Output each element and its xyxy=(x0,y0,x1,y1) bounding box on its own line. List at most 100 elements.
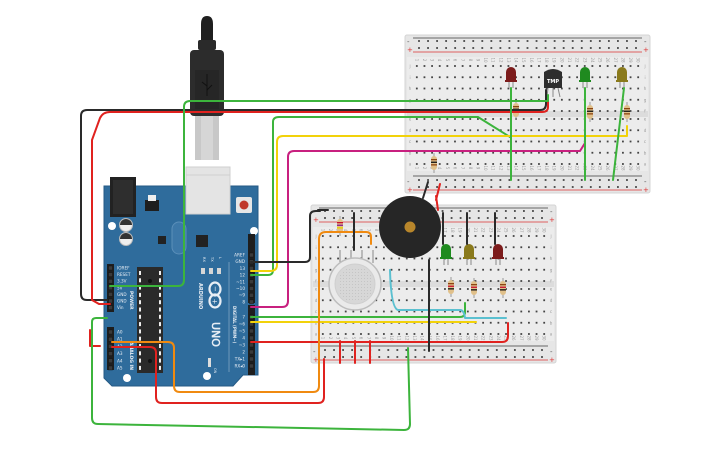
terminal-hole[interactable] xyxy=(367,235,370,237)
terminal-hole[interactable] xyxy=(329,257,332,260)
terminal-hole[interactable] xyxy=(466,280,469,282)
terminal-hole[interactable] xyxy=(528,321,530,324)
terminal-hole[interactable] xyxy=(515,140,517,143)
terminal-hole[interactable] xyxy=(497,321,500,324)
terminal-hole[interactable] xyxy=(530,163,533,165)
terminal-hole[interactable] xyxy=(507,163,510,165)
led-green-top[interactable] xyxy=(579,67,591,88)
terminal-hole[interactable] xyxy=(474,235,477,237)
terminal-hole[interactable] xyxy=(398,310,401,313)
rail-hole[interactable] xyxy=(532,210,534,212)
rail-hole[interactable] xyxy=(490,186,493,188)
terminal-hole[interactable] xyxy=(489,280,492,282)
terminal-hole[interactable] xyxy=(446,98,449,101)
terminal-hole[interactable] xyxy=(553,163,556,165)
terminal-hole[interactable] xyxy=(614,76,617,79)
terminal-hole[interactable] xyxy=(489,268,492,271)
piezo-buzzer[interactable] xyxy=(379,196,441,258)
rail-hole[interactable] xyxy=(504,217,507,219)
terminal-hole[interactable] xyxy=(591,65,594,67)
terminal-hole[interactable] xyxy=(489,257,492,260)
rail-hole[interactable] xyxy=(450,356,453,358)
terminal-hole[interactable] xyxy=(489,299,492,302)
terminal-hole[interactable] xyxy=(337,257,339,260)
terminal-hole[interactable] xyxy=(528,235,530,237)
wire-pin12-green[interactable] xyxy=(250,116,511,276)
terminal-hole[interactable] xyxy=(446,65,449,67)
rail-hole[interactable] xyxy=(598,186,601,188)
terminal-hole[interactable] xyxy=(591,98,594,101)
led-body[interactable] xyxy=(493,244,503,258)
terminal-hole[interactable] xyxy=(543,268,546,271)
terminal-hole[interactable] xyxy=(637,118,640,120)
digital-pin[interactable] xyxy=(249,266,254,271)
terminal-hole[interactable] xyxy=(446,118,449,120)
terminal-hole[interactable] xyxy=(431,98,433,101)
terminal-hole[interactable] xyxy=(599,163,601,165)
terminal-hole[interactable] xyxy=(446,140,449,143)
terminal-hole[interactable] xyxy=(446,151,449,154)
rail-hole[interactable] xyxy=(445,47,448,49)
terminal-hole[interactable] xyxy=(492,151,495,154)
terminal-hole[interactable] xyxy=(476,65,479,67)
terminal-hole[interactable] xyxy=(321,268,324,271)
rail-hole[interactable] xyxy=(445,186,448,188)
terminal-hole[interactable] xyxy=(528,280,530,282)
rail-hole[interactable] xyxy=(598,47,601,49)
rail-hole[interactable] xyxy=(517,186,520,188)
terminal-hole[interactable] xyxy=(469,151,472,154)
terminal-hole[interactable] xyxy=(637,65,640,67)
terminal-hole[interactable] xyxy=(382,310,385,313)
terminal-hole[interactable] xyxy=(476,118,479,120)
terminal-hole[interactable] xyxy=(375,235,378,237)
terminal-hole[interactable] xyxy=(459,280,462,282)
terminal-hole[interactable] xyxy=(499,76,502,79)
terminal-hole[interactable] xyxy=(438,76,441,79)
terminal-hole[interactable] xyxy=(438,163,441,165)
terminal-hole[interactable] xyxy=(599,151,601,154)
power-pin-reset[interactable] xyxy=(108,272,113,277)
terminal-hole[interactable] xyxy=(507,118,510,120)
terminal-hole[interactable] xyxy=(444,280,446,282)
terminal-hole[interactable] xyxy=(535,310,538,313)
led-body[interactable] xyxy=(441,244,451,258)
terminal-hole[interactable] xyxy=(568,129,571,132)
resistor-body[interactable] xyxy=(337,219,343,233)
terminal-hole[interactable] xyxy=(444,235,446,237)
terminal-hole[interactable] xyxy=(405,299,408,302)
terminal-hole[interactable] xyxy=(512,268,515,271)
terminal-hole[interactable] xyxy=(576,87,579,90)
rail-hole[interactable] xyxy=(580,186,583,188)
terminal-hole[interactable] xyxy=(622,87,624,90)
terminal-hole[interactable] xyxy=(505,268,507,271)
rail-hole[interactable] xyxy=(562,179,565,181)
terminal-hole[interactable] xyxy=(461,151,464,154)
resistor-body[interactable] xyxy=(587,105,593,119)
wire-a1-orange[interactable] xyxy=(111,231,372,393)
terminal-hole[interactable] xyxy=(505,257,507,260)
terminal-hole[interactable] xyxy=(451,235,454,237)
terminal-hole[interactable] xyxy=(515,98,517,101)
terminal-hole[interactable] xyxy=(606,110,609,112)
terminal-hole[interactable] xyxy=(505,288,507,290)
rail-hole[interactable] xyxy=(580,40,583,42)
rail-hole[interactable] xyxy=(517,40,520,42)
terminal-hole[interactable] xyxy=(543,257,546,260)
rail-hole[interactable] xyxy=(468,217,471,219)
rail-hole[interactable] xyxy=(535,186,538,188)
terminal-hole[interactable] xyxy=(360,310,362,313)
rail-hole[interactable] xyxy=(468,210,471,212)
rail-hole[interactable] xyxy=(477,210,480,212)
rail-hole[interactable] xyxy=(508,186,511,188)
terminal-hole[interactable] xyxy=(382,246,385,249)
terminal-hole[interactable] xyxy=(629,65,632,67)
terminal-hole[interactable] xyxy=(629,110,632,112)
terminal-hole[interactable] xyxy=(484,65,487,67)
terminal-hole[interactable] xyxy=(520,288,523,290)
rail-hole[interactable] xyxy=(418,47,420,49)
terminal-hole[interactable] xyxy=(329,268,332,271)
terminal-hole[interactable] xyxy=(382,288,385,290)
terminal-hole[interactable] xyxy=(413,310,416,313)
rail-hole[interactable] xyxy=(571,186,574,188)
terminal-hole[interactable] xyxy=(599,76,601,79)
